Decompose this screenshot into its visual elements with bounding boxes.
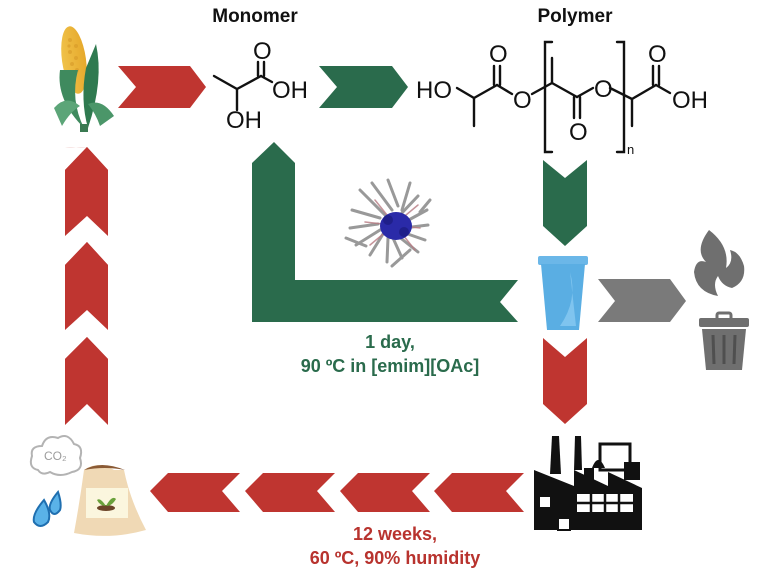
arrow-polymer-to-cup: [543, 160, 587, 246]
monomer-title: Monomer: [212, 6, 298, 27]
factory-icon: [534, 436, 642, 531]
arrow-compost-3: [340, 473, 430, 512]
ionic-liquid-cluster-icon: [344, 178, 432, 268]
polymer-ho: HO: [416, 77, 452, 104]
polymer-carbonyl-o-2: O: [569, 119, 588, 146]
arrow-recycling-return: [252, 142, 518, 322]
arrow-cup-to-factory: [543, 338, 587, 424]
fire-icon: [694, 230, 745, 296]
polymer-title: Polymer: [537, 6, 613, 27]
arrow-monomer-to-polymer: [319, 66, 408, 108]
monomer-structure: [212, 60, 274, 112]
polymer-repeat-n: n: [627, 142, 634, 157]
corn-icon: [54, 26, 114, 132]
composting-temperature-humidity: 60 ºC, 90% humidity: [309, 548, 481, 568]
plastic-cup-icon: [538, 256, 588, 330]
water-drops-icon: [32, 489, 62, 527]
arrow-compost-2: [245, 473, 335, 512]
recycling-conditions: 1 day, 90 ºC in [emim][OAc]: [240, 330, 540, 378]
composting-conditions: 12 weeks, 60 ºC, 90% humidity: [240, 522, 550, 570]
polymer-carbonyl-o-3: O: [648, 41, 667, 68]
monomer-carbonyl-o: O: [253, 38, 272, 65]
arrow-compost-1: [150, 473, 240, 512]
arrow-compost-4: [434, 473, 524, 512]
polymer-ester-o-1: O: [513, 87, 532, 114]
recycling-temperature-solvent: 90 ºC in [emim][OAc]: [300, 356, 480, 376]
polymer-oh: OH: [672, 87, 708, 114]
recycling-duration: 1 day,: [365, 332, 415, 352]
co2-label: CO₂: [44, 449, 67, 463]
monomer-acid-oh: OH: [272, 77, 308, 104]
trash-can-icon: [699, 311, 749, 370]
monomer-hydroxyl-oh: OH: [226, 107, 262, 134]
polymer-structure: [455, 40, 672, 154]
co2-cloud-icon: [29, 435, 83, 476]
arrow-cup-to-disposal: [598, 279, 686, 322]
compost-bag-icon: [74, 465, 146, 536]
polymer-ester-o-2: O: [594, 76, 613, 103]
arrow-corn-to-monomer: [118, 66, 206, 108]
composting-duration: 12 weeks,: [352, 524, 438, 544]
polymer-carbonyl-o-1: O: [489, 41, 508, 68]
